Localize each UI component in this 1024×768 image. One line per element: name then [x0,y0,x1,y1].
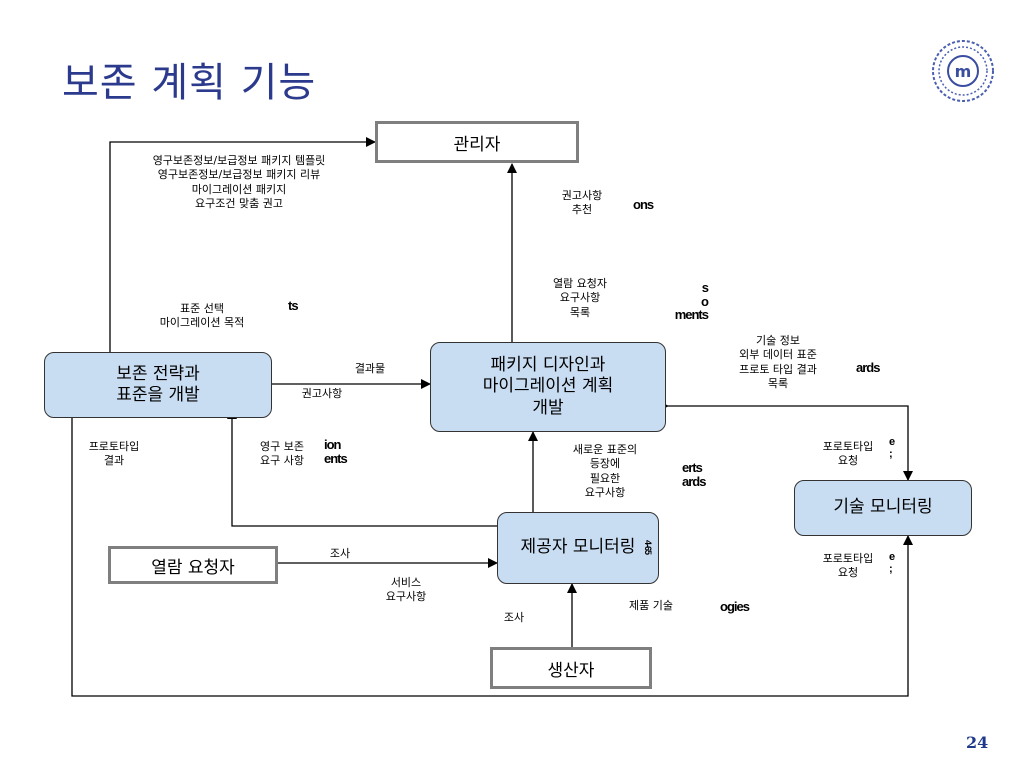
label-provider-to-design: 새로운 표준의 등장에 필요한 요구사항 [572,443,638,499]
node-tech-monitor: 기술 모니터링 [794,480,972,536]
node-provider-monitor-label: 제공자 모니터링 [520,537,636,558]
svg-text:m: m [955,62,972,81]
fragment-ts: ts [288,298,299,313]
page-number: 24 [966,733,989,752]
label-design-to-admin: 열람 요청자 요구사항 목록 [552,277,608,319]
label-strategy-to-admin: 영구보존정보/보급정보 패키지 템플릿 영구보존정보/보급정보 패키지 리뷰 마… [152,154,326,210]
node-consumer-label: 열람 요청자 [151,557,235,578]
node-tech-monitor-label: 기술 모니터링 [833,497,933,518]
fragment-erts-ards: erts ards [682,460,706,489]
node-consumer: 열람 요청자 [108,546,278,584]
node-strategy: 보존 전략과 표준을 개발 [44,352,272,418]
node-admin-label: 관리자 [453,134,501,155]
label-producer-tech: 제품 기술 [629,599,673,612]
fragment-465: 4-65 [643,540,653,555]
node-admin: 관리자 [375,121,579,163]
edge-strategy-tech-loop [67,409,913,697]
fragment-ogies: ogies [720,599,750,614]
fragment-ion-ents: ion ents [324,437,348,466]
label-admin-recommend: 권고사항 추천 [561,189,603,217]
slide-title: 보존 계획 기능 [62,60,317,106]
label-admin-to-strategy: 표준 선택 마이그레이션 목적 [159,302,245,330]
label-consumer-survey: 조사 [329,547,351,560]
fragment-s-o-ments: s o ments [674,280,709,323]
node-package-design: 패키지 디자인과 마이그레이션 계획 개발 [430,342,666,432]
node-producer: 생산자 [490,647,652,689]
node-producer-label: 생산자 [547,660,595,681]
label-consumer-service: 서비스 요구사항 [385,576,427,604]
label-producer-survey: 조사 [503,611,525,624]
institution-logo: m [932,40,994,102]
label-tech-to-design: 기술 정보 외부 데이터 표준 프로토 타입 결과 목록 [739,334,817,390]
label-strategy-proto: 프로토타입 결과 [88,440,140,468]
fragment-ards-1: ards [856,360,880,375]
node-provider-monitor: 제공자 모니터링 [497,512,659,584]
fragment-e-2: e ; [889,551,895,575]
label-result: 결과물 [354,362,386,375]
label-advice: 권고사항 [301,387,343,400]
node-package-design-label: 패키지 디자인과 마이그레이션 계획 개발 [482,355,614,418]
label-tech-proto-bottom: 포로토타입 요청 [822,552,874,580]
label-tech-proto-top: 포로토타입 요청 [822,440,874,468]
edge-admin-strategy [105,137,376,361]
node-strategy-label: 보존 전략과 표준을 개발 [116,363,200,405]
fragment-e-1: e ; [889,436,895,460]
label-provider-to-strategy: 영구 보존 요구 사항 [260,440,304,468]
fragment-ons: ons [633,197,654,212]
